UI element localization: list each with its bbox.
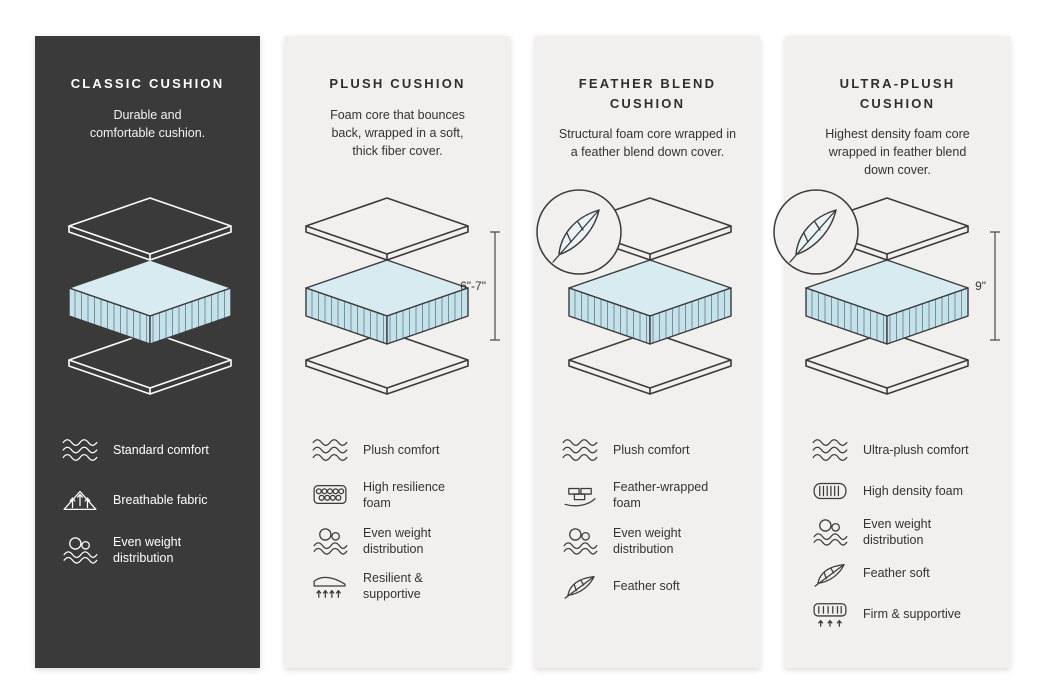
bottom-layer-icon (67, 331, 232, 395)
feature-label: Breathable fabric (113, 492, 208, 507)
feature-label: Resilient & supportive (363, 571, 423, 602)
feature-label: High density foam (863, 483, 964, 498)
feature-list: Standard comfort Breathable fabric Even … (61, 434, 250, 585)
feature-row: High resilience foam (311, 479, 500, 512)
feature-label: Even weight distribution (613, 525, 682, 556)
feature-label: Ultra-plush comfort (863, 442, 969, 457)
feature-label: Even weight distribution (363, 525, 432, 556)
feature-row: Plush comfort (561, 434, 750, 466)
feature-row: Even weight distribution (311, 525, 500, 558)
feature-list: Ultra-plush comfort High density foam Ev… (811, 434, 1000, 640)
cushion-diagram (35, 192, 260, 407)
height-label: 6"-7" (460, 279, 486, 293)
bottom-layer-icon (567, 331, 732, 395)
feature-label: Even weight distribution (113, 535, 182, 566)
height-measurement: 9" (975, 231, 1000, 341)
card-ultra-plush-cushion: ULTRA-PLUSH CUSHION Highest density foam… (772, 36, 1010, 668)
spring-support-icon (311, 572, 349, 600)
feature-label: Firm & supportive (863, 607, 961, 622)
even-weight-icon (561, 527, 599, 555)
feather-soft-icon (811, 560, 849, 588)
top-layer-icon (67, 197, 232, 261)
card-title: ULTRA-PLUSH CUSHION (839, 76, 956, 111)
foam-core-layer-icon (67, 259, 232, 345)
card-title: PLUSH CUSHION (329, 76, 466, 91)
feature-list: Plush comfort Feather-wrapped foam Even … (561, 434, 750, 615)
height-measurement: 6"-7" (460, 231, 500, 341)
feature-row: Even weight distribution (61, 534, 250, 567)
feature-row: Feather soft (811, 558, 1000, 590)
card-feather-blend-cushion: FEATHER BLEND CUSHION Structural foam co… (535, 36, 760, 668)
feature-row: Standard comfort (61, 434, 250, 466)
feature-row: Even weight distribution (561, 525, 750, 558)
height-label: 9" (975, 279, 986, 293)
waves-comfort-icon (61, 436, 99, 464)
card-description: Highest density foam core wrapped in fea… (825, 127, 970, 178)
card-plush-cushion: PLUSH CUSHION Foam core that bounces bac… (285, 36, 510, 668)
feature-label: Feather soft (613, 578, 680, 593)
even-weight-icon (311, 527, 349, 555)
feature-row: Even weight distribution (811, 516, 1000, 549)
waves-comfort-icon (561, 436, 599, 464)
feature-label: Feather soft (863, 566, 930, 581)
card-description: Foam core that bounces back, wrapped in … (330, 107, 465, 158)
top-layer-icon (304, 197, 469, 261)
feather-wrapped-foam-icon (561, 481, 599, 509)
bottom-layer-icon (304, 331, 469, 395)
cushion-diagram: 9" (772, 189, 1010, 407)
foam-core-layer-icon (567, 259, 732, 345)
breathable-fabric-icon (61, 486, 99, 514)
feather-badge-icon (535, 189, 622, 275)
waves-comfort-icon (811, 436, 849, 464)
feature-list: Plush comfort High resilience foam Even … (311, 434, 500, 616)
feature-row: Plush comfort (311, 434, 500, 466)
resilience-foam-icon (311, 481, 349, 509)
foam-core-layer-icon (304, 259, 469, 345)
card-classic-cushion: CLASSIC CUSHION Durable and comfortable … (35, 36, 260, 668)
feature-row: Firm & supportive (811, 599, 1000, 631)
feather-badge-icon (772, 189, 859, 275)
density-foam-icon (811, 477, 849, 505)
card-description: Durable and comfortable cushion. (89, 107, 206, 140)
feather-soft-icon (561, 572, 599, 600)
feature-label: Feather-wrapped foam (613, 480, 709, 511)
foam-core-layer-icon (804, 259, 969, 345)
feature-row: Feather soft (561, 570, 750, 602)
card-title: FEATHER BLEND CUSHION (578, 76, 717, 111)
cushion-diagram: 6"-7" (285, 192, 510, 407)
even-weight-icon (811, 518, 849, 546)
feature-row: Breathable fabric (61, 484, 250, 516)
waves-comfort-icon (311, 436, 349, 464)
card-title: CLASSIC CUSHION (70, 76, 225, 91)
cushion-diagram (535, 189, 760, 407)
firm-supportive-icon (811, 601, 849, 629)
feature-row: High density foam (811, 475, 1000, 507)
feature-row: Ultra-plush comfort (811, 434, 1000, 466)
feature-label: Standard comfort (113, 442, 209, 457)
bottom-layer-icon (804, 331, 969, 395)
feature-label: Plush comfort (613, 442, 690, 457)
feature-row: Resilient & supportive (311, 570, 500, 603)
feature-label: Plush comfort (363, 442, 440, 457)
feature-label: High resilience foam (363, 480, 445, 511)
feature-row: Feather-wrapped foam (561, 479, 750, 512)
card-description: Structural foam core wrapped in a feathe… (558, 127, 737, 160)
even-weight-icon (61, 536, 99, 564)
feature-label: Even weight distribution (863, 517, 932, 548)
